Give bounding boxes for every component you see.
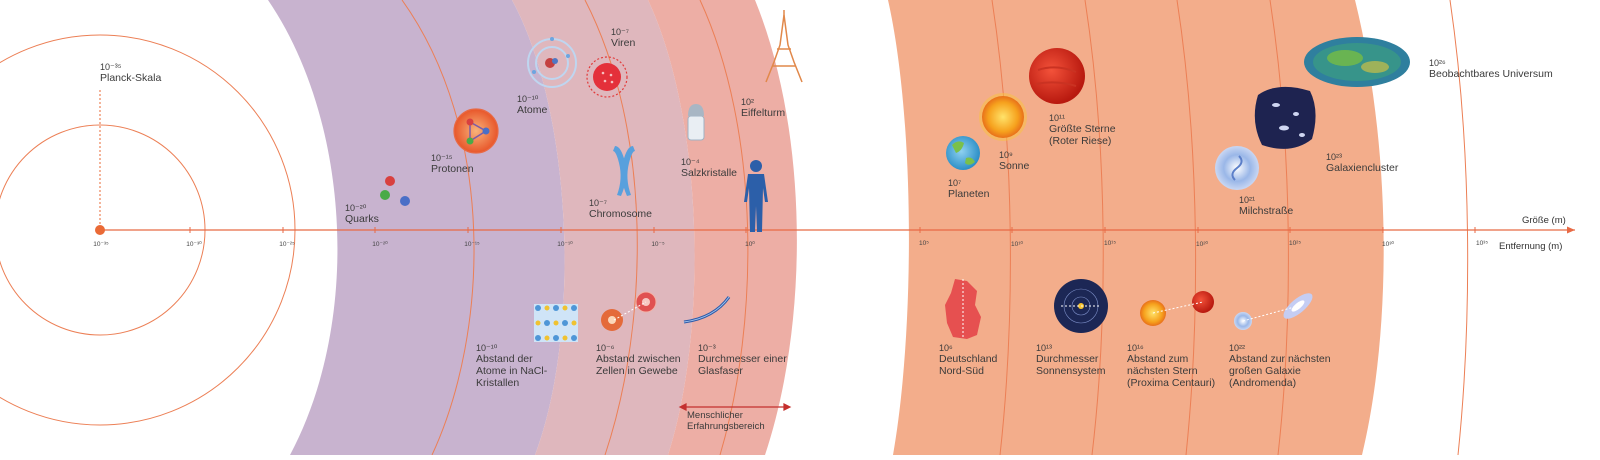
red-giant-icon — [1029, 48, 1085, 104]
universe-map-icon — [1304, 37, 1410, 87]
tick-label: 10²⁰ — [1195, 241, 1209, 248]
arc-7 — [1084, 0, 1104, 456]
tick-label: 10⁻²⁵ — [279, 241, 295, 248]
band-rose — [648, 0, 797, 455]
tick-label: 10⁻⁵ — [651, 241, 665, 248]
tick-label: 10⁻³⁰ — [186, 241, 202, 248]
tick-label: 10³⁵ — [1475, 240, 1489, 247]
sun-icon — [979, 93, 1027, 141]
tick-label: 10¹⁵ — [1103, 240, 1117, 247]
galaxy-cluster-icon — [1254, 86, 1316, 149]
chromosome-icon — [613, 146, 635, 196]
virus-icon — [586, 56, 628, 98]
axis-arrowhead — [1567, 226, 1575, 234]
tick-label: 10²⁵ — [1288, 240, 1302, 247]
tick-label: 10⁻¹⁵ — [464, 241, 480, 248]
tick-label: 10⁵ — [919, 240, 929, 247]
cells-icon — [601, 291, 657, 331]
proton-icon — [453, 108, 499, 154]
human-figure-icon — [744, 160, 768, 232]
tick-label: 10⁻²⁰ — [372, 241, 388, 248]
arc-4 — [584, 0, 638, 456]
tick-label: 10³⁰ — [1381, 241, 1395, 248]
milky-way-icon — [1215, 146, 1259, 190]
arc-9 — [1269, 0, 1289, 456]
band-pink — [512, 0, 695, 455]
human-experience-label: Menschlicher Erfahrungsbereich — [687, 410, 765, 432]
quark-particles-icon — [380, 176, 410, 206]
earth-planet-icon — [946, 136, 980, 170]
proxima-centauri-icon — [1140, 291, 1214, 326]
tick-label: 10¹⁰ — [1010, 241, 1024, 248]
tick-label: 10⁰ — [745, 241, 755, 248]
planck-point — [95, 225, 105, 235]
arc-5 — [699, 0, 749, 456]
arc-8 — [1176, 0, 1197, 456]
axis-size-label: Größe (m) — [1522, 215, 1566, 226]
arc-6 — [991, 0, 1011, 456]
nacl-lattice-icon — [534, 304, 578, 342]
tick-label: 10⁻¹⁰ — [557, 241, 573, 248]
salt-shaker-icon — [687, 104, 705, 141]
arc-10 — [1449, 0, 1469, 456]
atom-icon — [527, 37, 577, 88]
solar-system-icon — [1054, 279, 1108, 333]
andromeda-icon — [1234, 293, 1313, 330]
axis-distance-label: Entfernung (m) — [1499, 241, 1563, 252]
human-range-arrow — [678, 403, 792, 411]
eiffel-tower-icon — [765, 10, 803, 83]
glass-fiber-icon — [683, 296, 731, 324]
axis-tick-marks — [189, 227, 1476, 233]
tick-label: 10⁻³⁵ — [93, 241, 109, 248]
germany-map-icon — [945, 279, 981, 339]
